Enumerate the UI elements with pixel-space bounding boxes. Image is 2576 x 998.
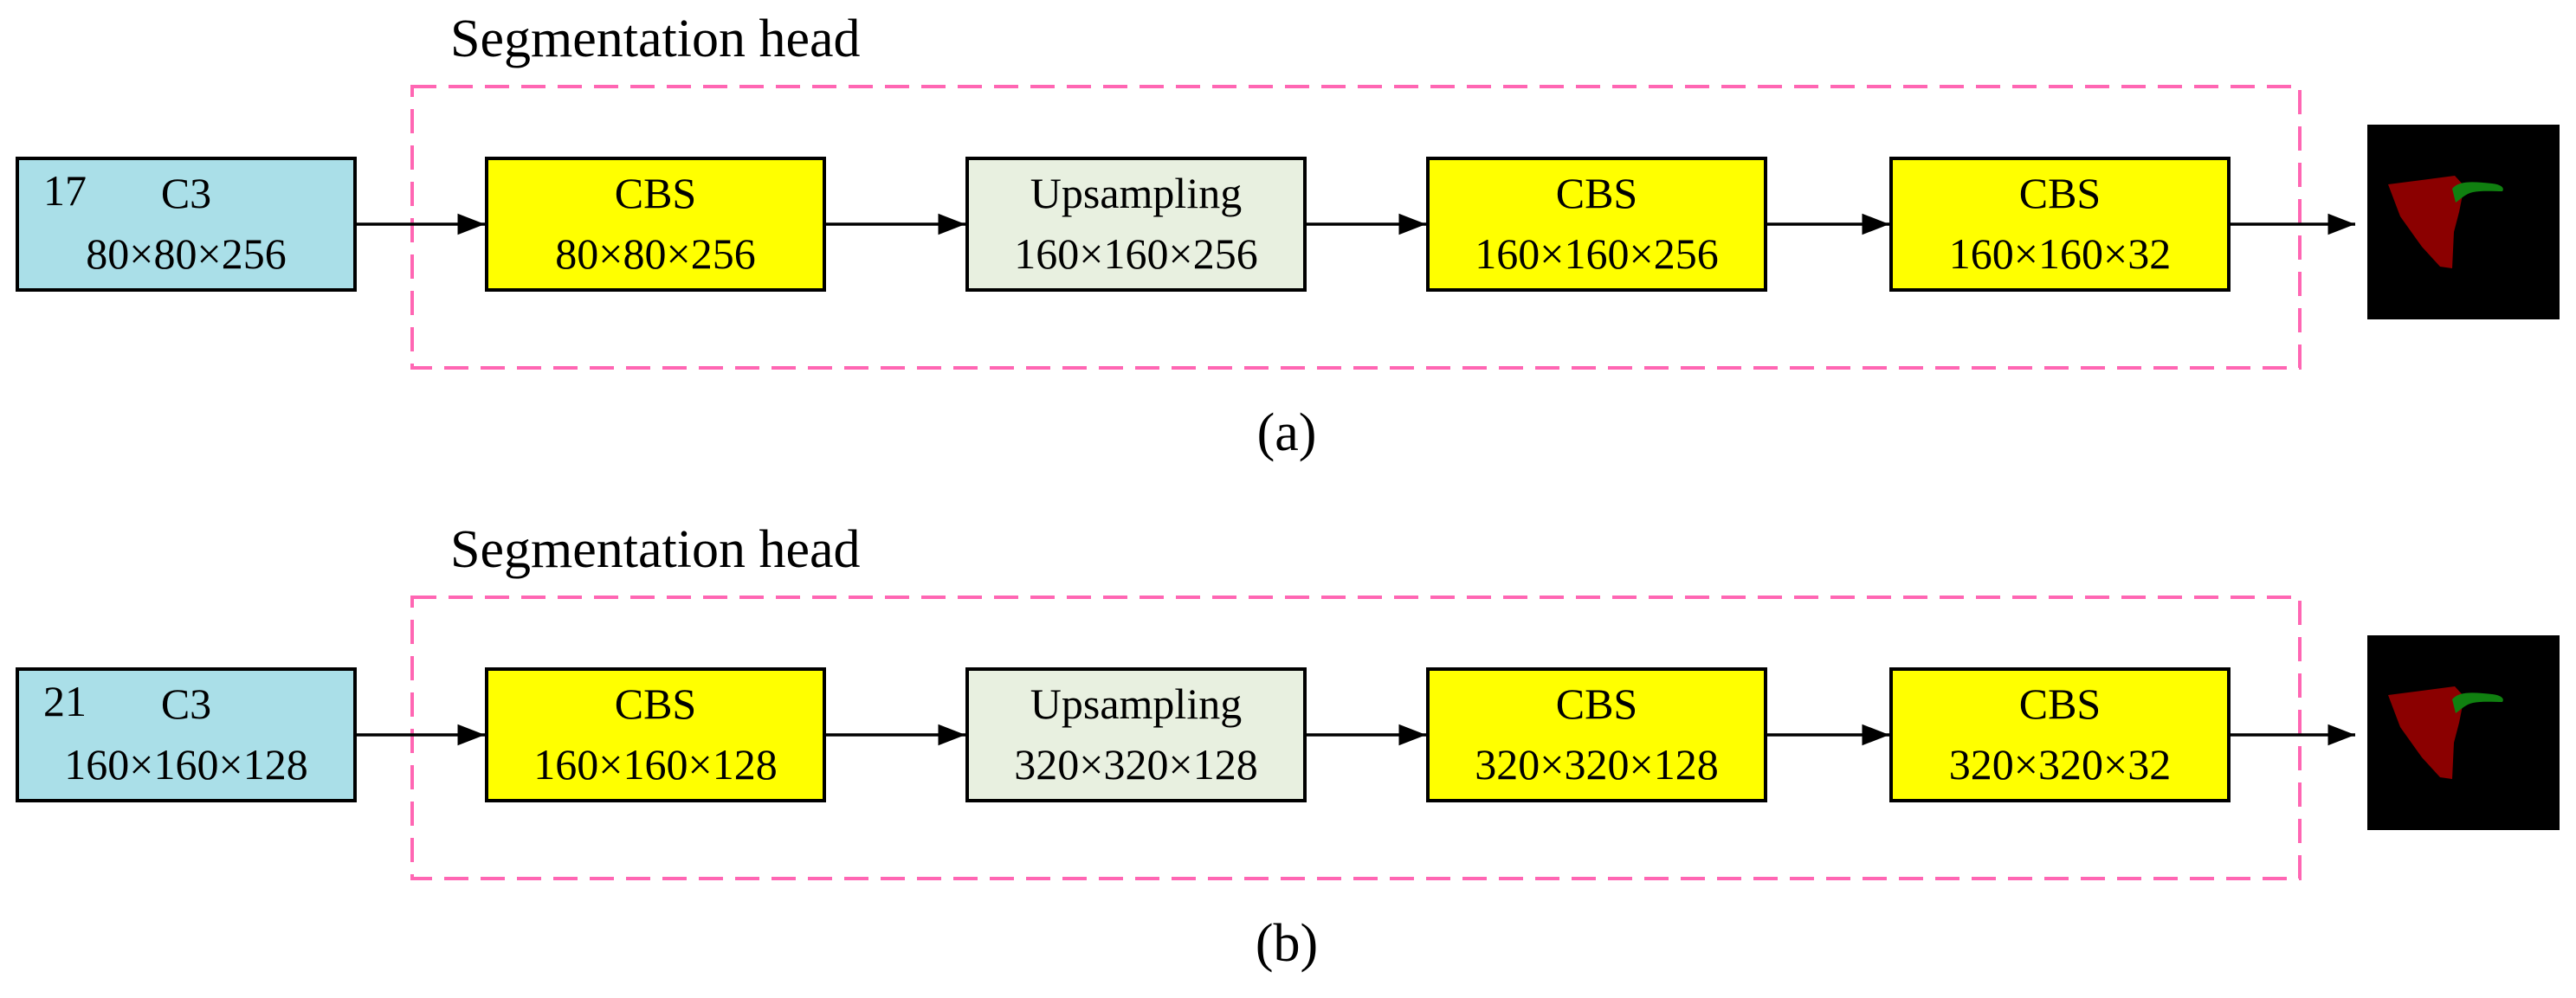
input-layer-index: 21	[43, 677, 87, 725]
block-dims: 320×320×128	[1014, 740, 1257, 789]
segmentation-head-border	[410, 85, 2302, 370]
upsampling-block: Upsampling 160×160×256	[965, 157, 1307, 292]
input-layer-name: C3	[161, 169, 211, 217]
mask-body-region	[2388, 176, 2464, 268]
cbs-block: CBS 320×320×128	[1426, 667, 1767, 802]
block-name: CBS	[2019, 679, 2101, 728]
upsampling-block-box	[965, 667, 1307, 802]
block-dims: 320×320×32	[1949, 740, 2171, 789]
panel-b: Segmentation head 21 C3 160×160×128 CBS 160×1…	[16, 520, 2560, 973]
panel-title: Segmentation head	[450, 10, 860, 68]
block-name: Upsampling	[1030, 169, 1242, 217]
input-dims: 160×160×128	[64, 740, 307, 789]
block-name: CBS	[1556, 169, 1638, 217]
block-dims: 160×160×128	[533, 740, 777, 789]
cbs-block: CBS 160×160×32	[1889, 157, 2231, 292]
block-dims: 320×320×128	[1475, 740, 1718, 789]
cbs-block: CBS 320×320×32	[1889, 667, 2231, 802]
mask-body-region	[2388, 686, 2464, 779]
cbs-block: CBS 160×160×256	[1426, 157, 1767, 292]
input-layer-name: C3	[161, 679, 211, 728]
block-name: CBS	[2019, 169, 2101, 217]
input-dims: 80×80×256	[86, 229, 286, 278]
segmentation-mask-icon	[2367, 125, 2560, 319]
block-name: CBS	[615, 169, 697, 217]
input-block: 17 C3 80×80×256	[16, 157, 357, 292]
cbs-block: CBS 80×80×256	[485, 157, 826, 292]
panel-title: Segmentation head	[450, 520, 860, 579]
block-dims: 160×160×256	[1014, 229, 1257, 278]
panel-caption: (b)	[1256, 914, 1318, 973]
cbs-block: CBS 160×160×128	[485, 667, 826, 802]
cbs-block-box	[485, 157, 826, 292]
block-dims: 80×80×256	[555, 229, 755, 278]
input-layer-index: 17	[43, 166, 87, 215]
segmentation-head-border	[410, 596, 2302, 880]
mask-stem-region	[2452, 182, 2503, 203]
mask-stem-region	[2452, 692, 2503, 713]
input-block-box	[16, 157, 357, 292]
panel-caption: (a)	[1257, 403, 1317, 462]
block-name: Upsampling	[1030, 679, 1242, 728]
output-image-background	[2367, 635, 2560, 830]
segmentation-mask-icon	[2367, 635, 2560, 830]
block-name: CBS	[1556, 679, 1638, 728]
block-dims: 160×160×32	[1949, 229, 2171, 278]
output-image-background	[2367, 125, 2560, 319]
block-dims: 160×160×256	[1475, 229, 1718, 278]
input-block: 21 C3 160×160×128	[16, 667, 357, 802]
upsampling-block: Upsampling 320×320×128	[965, 667, 1307, 802]
panel-a: Segmentation head 17 C3 80×80×256 CBS 80×80×2…	[16, 10, 2560, 462]
cbs-block-box	[1426, 157, 1767, 292]
cbs-block-box	[1426, 667, 1767, 802]
cbs-block-box	[1889, 667, 2231, 802]
upsampling-block-box	[965, 157, 1307, 292]
block-name: CBS	[615, 679, 697, 728]
